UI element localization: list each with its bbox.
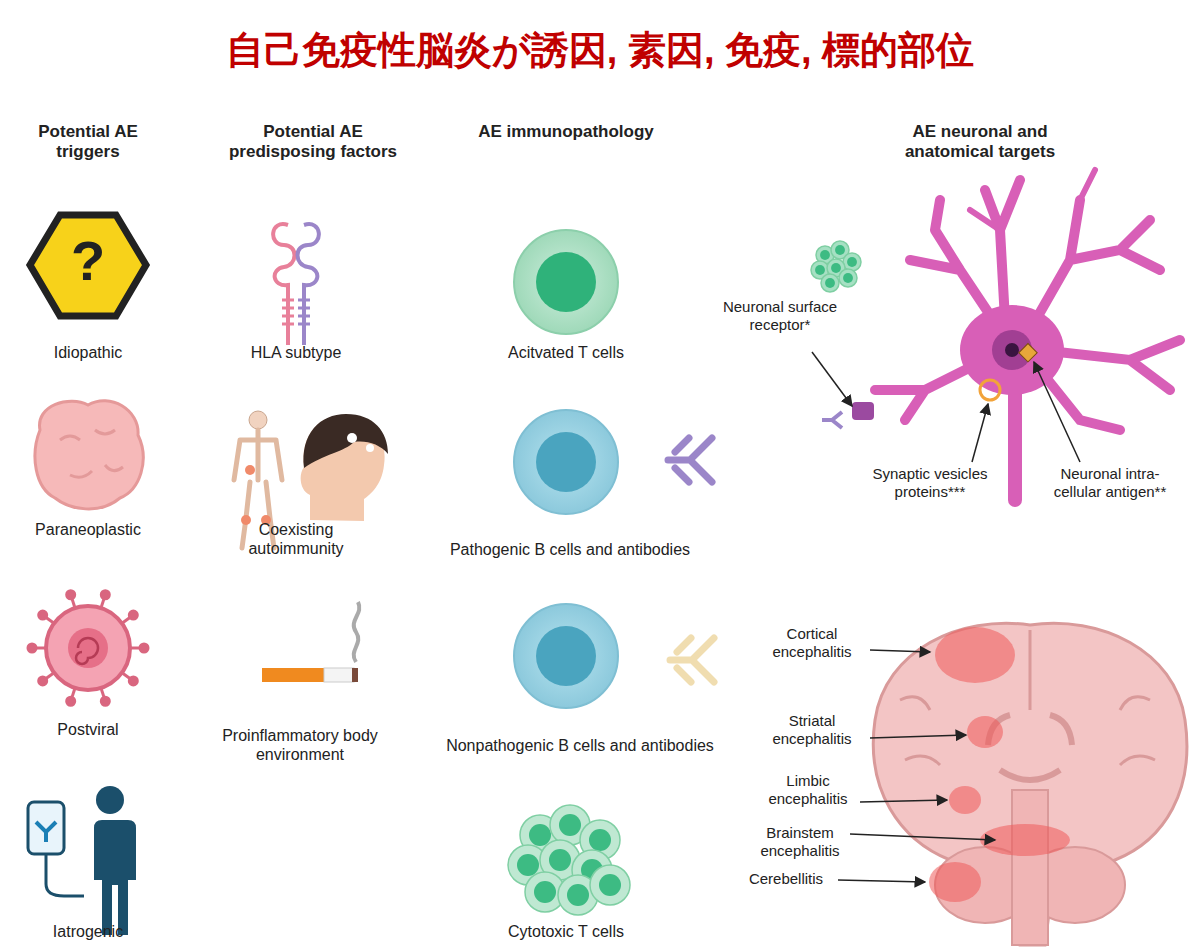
t-cell-icon — [514, 230, 618, 334]
hla-molecule-icon — [273, 224, 319, 345]
brain-section — [873, 623, 1187, 945]
b-cell-icon — [514, 604, 618, 708]
cytotoxic-t-cells-icon — [508, 805, 630, 915]
caption: Pathogenic B cells and antibodies — [425, 540, 715, 559]
b-cell-icon — [514, 410, 618, 514]
region-label: Cerebellitis — [736, 870, 836, 888]
tumor-icon — [35, 401, 143, 509]
pathogenic-antibody — [668, 438, 712, 482]
iv-patient-icon — [28, 786, 136, 935]
column-heading: AE immunopathology — [456, 122, 676, 142]
question-mark: ? — [58, 233, 118, 289]
hexagon-icon — [30, 215, 146, 316]
callout-label: Neuronal intra- cellular antigen** — [1040, 465, 1180, 501]
caption: Coexisting autoimmunity — [231, 520, 361, 558]
column-heading: AE neuronal and anatomical targets — [885, 122, 1075, 163]
region-label: Brainstem encephalitis — [745, 824, 855, 860]
virus-cluster — [811, 241, 861, 292]
caption: Postviral — [18, 720, 158, 739]
virus-icon — [28, 591, 148, 706]
neuron-body — [960, 305, 1064, 395]
receptor — [822, 402, 874, 428]
title: 自己免疫性脳炎が誘因, 素因, 免疫, 標的部位 — [0, 28, 1200, 74]
column-heading: Potential AE predisposing factors — [213, 122, 413, 163]
nonpathogenic-antibody — [670, 638, 714, 682]
callout-label: Neuronal surface receptor* — [705, 298, 855, 334]
caption: Paraneoplastic — [13, 520, 163, 539]
caption: Iatrogenic — [18, 922, 158, 941]
column-heading: Potential AE triggers — [23, 122, 153, 163]
callout-label: Synaptic vesicles proteins*** — [855, 465, 1005, 501]
caption: Cytotoxic T cells — [466, 922, 666, 941]
neuron-icon — [875, 170, 1180, 500]
caption: HLA subtype — [226, 343, 366, 362]
cigarette-icon — [262, 602, 359, 682]
region-label: Striatal encephalitis — [757, 712, 867, 748]
caption: Nonpathogenic B cells and antibodies — [425, 736, 735, 755]
caption: Acitvated T cells — [466, 343, 666, 362]
caption: Proinflammatory body environment — [200, 726, 400, 764]
caption: Idiopathic — [18, 343, 158, 362]
region-label: Limbic encephalitis — [753, 772, 863, 808]
region-label: Cortical encephalitis — [757, 625, 867, 661]
